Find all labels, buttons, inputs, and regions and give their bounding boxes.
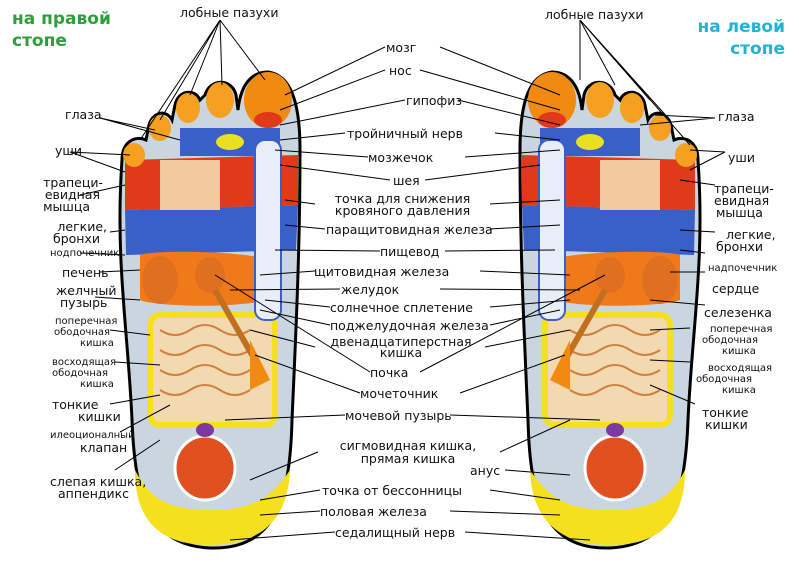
label-solar-plexus: солнечное сплетение: [330, 300, 473, 315]
label-liver: печень: [62, 265, 109, 280]
leader-lines: [69, 19, 726, 541]
label-bp-point-1: точка для снижения: [334, 191, 471, 206]
label-brain: мозг: [386, 40, 417, 55]
label-small-intestine: кишки: [705, 417, 748, 432]
label-trapezius: трапеци-: [714, 181, 774, 196]
label-bp-point-2: кровяного давления: [334, 203, 471, 218]
label-anus: анус: [470, 463, 501, 478]
label-ileocecal-valve: клапан: [80, 440, 128, 455]
label-small-intestine: тонкие: [52, 397, 99, 412]
label-transverse-colon: поперечная: [710, 324, 773, 335]
label-gallbladder: пузырь: [60, 295, 108, 310]
label-parathyroid: паращитовидная железа: [326, 222, 493, 237]
label-pancreas: поджелудочная железа: [330, 318, 489, 333]
label-sigmoid: сигмовидная кишка,: [339, 438, 477, 453]
label-small-intestine: тонкие: [702, 405, 749, 420]
label-trapezius: трапеци-: [43, 175, 103, 190]
label-sciatic: седалищный нерв: [335, 525, 456, 540]
label-trapezius: евидная: [44, 187, 100, 202]
label-heart: сердце: [712, 281, 760, 296]
label-lungs: легкие,: [57, 219, 107, 234]
label-appendix: аппендикс: [58, 486, 130, 501]
label-pituitary: гипофиз: [406, 93, 462, 108]
label-trapezius: евидная: [714, 193, 770, 208]
label-gallbladder: желчный: [56, 283, 117, 298]
label-eyes: глаза: [65, 107, 102, 122]
label-duodenum-2: кишка: [379, 345, 423, 360]
label-spleen: селезенка: [704, 305, 772, 320]
label-ears: уши: [728, 150, 755, 165]
label-transverse-colon: кишка: [722, 346, 756, 357]
label-insomnia-point: точка от бессонницы: [322, 483, 463, 498]
label-bladder: мочевой пузырь: [345, 408, 452, 423]
label-trapezius: мышца: [716, 205, 763, 220]
left-foot-sole: [520, 72, 700, 548]
label-ascending-colon: кишка: [80, 379, 114, 390]
label-adrenal: надпочечник: [708, 263, 778, 274]
label-sinuses: лобные пазухи: [545, 7, 644, 22]
label-trigeminal: тройничный нерв: [347, 126, 463, 141]
label-transverse-colon: кишка: [80, 338, 114, 349]
label-trapezius: мышца: [43, 199, 90, 214]
label-ureter: мочеточник: [360, 386, 439, 401]
left-foot-title: на левой стопе: [697, 17, 785, 59]
label-transverse-colon: ободочная: [702, 335, 759, 346]
label-transverse-colon: ободочная: [54, 327, 111, 338]
label-appendix: слепая кишка,: [50, 474, 147, 489]
label-transverse-colon: поперечная: [55, 316, 118, 327]
label-small-intestine: кишки: [78, 409, 121, 424]
label-duodenum-1: двенадцатиперстная: [330, 334, 472, 349]
label-ascending-colon: ободочная: [52, 368, 109, 379]
label-thyroid: щитовидная железа: [314, 264, 450, 279]
label-ears: уши: [55, 143, 82, 158]
label-neck: шея: [393, 173, 420, 188]
label-adrenal: нодпочечник: [50, 248, 120, 259]
right-foot-title: на правой стопе: [12, 9, 111, 51]
label-ascending-colon: восходящая: [708, 363, 773, 374]
label-rectum: прямая кишка: [360, 451, 456, 466]
label-gonad: половая железа: [320, 504, 427, 519]
label-kidney: почка: [370, 365, 409, 380]
label-eyes: глаза: [718, 109, 755, 124]
label-lungs: бронхи: [53, 231, 100, 246]
label-esophagus: пищевод: [380, 244, 440, 259]
label-ascending-colon: восходящая: [52, 357, 117, 368]
label-ascending-colon: кишка: [722, 385, 756, 396]
label-lungs: бронхи: [716, 239, 763, 254]
label-ascending-colon: ободочная: [696, 374, 753, 385]
label-lungs: легкие,: [726, 227, 776, 242]
label-ileocecal-valve: илеоционалный: [50, 430, 135, 441]
label-stomach: желудок: [341, 282, 400, 297]
label-cerebellum: мозжечок: [368, 150, 434, 165]
label-nose: нос: [389, 63, 412, 78]
label-sinuses: лобные пазухи: [180, 5, 279, 20]
right-foot-sole: [120, 72, 300, 548]
